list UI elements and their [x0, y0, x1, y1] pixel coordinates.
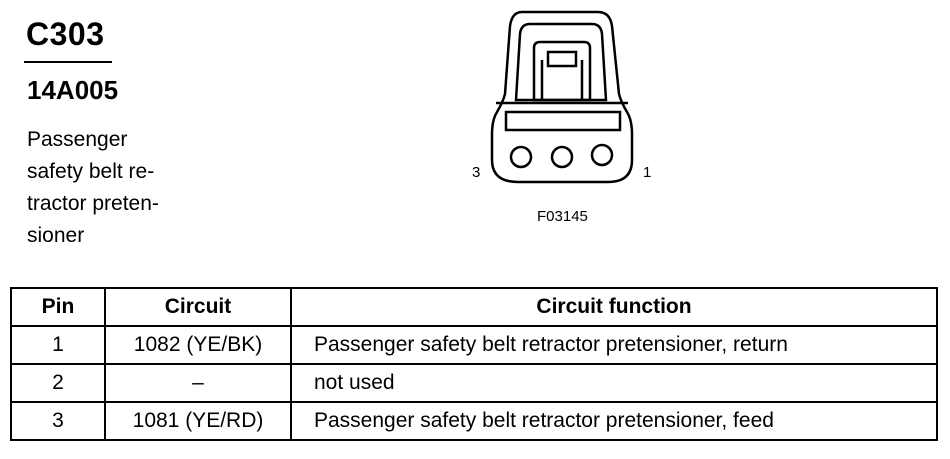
pin-cavity-1 [590, 143, 614, 167]
connector-housing [490, 10, 634, 184]
locking-tab [532, 40, 592, 102]
header-pin: Pin [10, 287, 106, 327]
cell-pin: 1 [10, 325, 106, 365]
locking-tab-latch [546, 50, 578, 68]
pin-label-1: 1 [643, 164, 651, 181]
cell-pin: 2 [10, 363, 106, 403]
cell-circuit-function: not used [290, 363, 938, 403]
cell-circuit: 1082 (YE/BK) [104, 325, 292, 365]
figure-code: F03145 [537, 208, 588, 225]
pin-label-3: 3 [472, 164, 480, 181]
connector-description: Passenger safety belt re- tractor preten… [27, 128, 159, 247]
cell-circuit: – [104, 363, 292, 403]
cell-circuit-function: Passenger safety belt retractor pretensi… [290, 401, 938, 441]
table-row: 1 1082 (YE/BK) Passenger safety belt ret… [10, 325, 938, 365]
cell-circuit: 1081 (YE/RD) [104, 401, 292, 441]
pinout-table: Pin Circuit Circuit function 1 1082 (YE/… [10, 287, 938, 441]
connector-inner-outline [514, 22, 608, 102]
table-header-row: Pin Circuit Circuit function [10, 287, 938, 327]
cell-circuit-function: Passenger safety belt retractor pretensi… [290, 325, 938, 365]
header-circuit: Circuit [104, 287, 292, 327]
part-number: 14A005 [27, 75, 119, 105]
table-row: 2 – not used [10, 363, 938, 403]
connector-face-diagram: 3 1 F03145 [472, 10, 651, 225]
pin-cavity-3 [509, 145, 533, 169]
key-bar [504, 110, 622, 132]
table-row: 3 1081 (YE/RD) Passenger safety belt ret… [10, 401, 938, 441]
connector-id: C303 [26, 16, 105, 52]
pin-cavity-2 [550, 145, 574, 169]
cell-pin: 3 [10, 401, 106, 441]
header-circuit-function: Circuit function [290, 287, 938, 327]
connector-id-underline [24, 61, 112, 63]
